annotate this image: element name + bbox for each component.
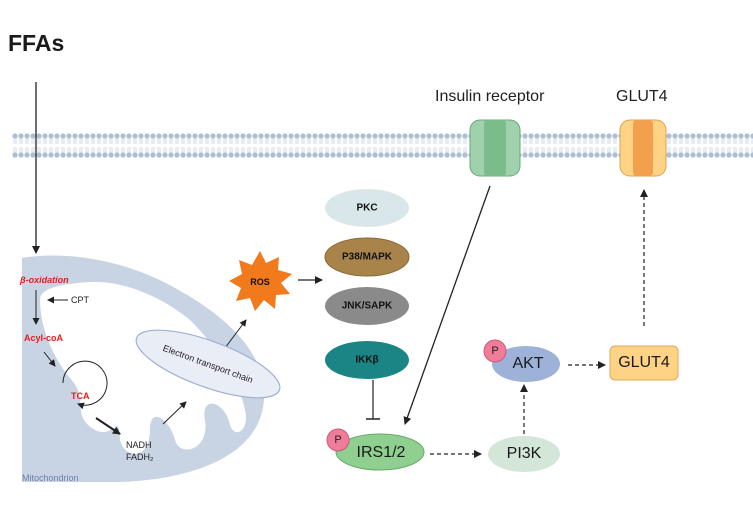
- nadh-label: NADH: [126, 440, 152, 450]
- etc-ellipse: [135, 329, 281, 399]
- pi3k-label: PI3K: [506, 445, 542, 462]
- akt-phospho: [483, 339, 507, 363]
- akt-phospho-label: P: [491, 345, 499, 357]
- tca-label: TCA: [71, 391, 90, 401]
- irs-label: IRS1/2: [356, 444, 406, 461]
- akt-label: AKT: [512, 355, 544, 372]
- insulin-receptor-label: Insulin receptor: [435, 88, 545, 105]
- ikk-label: IKKβ: [355, 354, 379, 366]
- nadh-to-etc-arrow: [162, 401, 187, 425]
- irs-oval: [335, 433, 425, 471]
- tca-cycle: [62, 360, 108, 410]
- glut4-box: [609, 345, 679, 381]
- irs-phospho-label: P: [334, 434, 342, 446]
- page-title: FFAs: [8, 30, 65, 56]
- pkc-label: PKC: [356, 202, 378, 214]
- jnk-oval: [325, 287, 409, 325]
- p38-oval: [324, 237, 410, 277]
- mitochondrion: [22, 255, 265, 482]
- ros-burst: [229, 251, 292, 311]
- ikk-oval: [325, 341, 409, 379]
- beta-oxidation-label: β-oxidation: [20, 275, 69, 285]
- irs-phospho: [326, 428, 350, 452]
- glut4-membrane-label: GLUT4: [616, 88, 668, 105]
- acyl-to-tca-arrow: [43, 351, 56, 367]
- p38-label: P38/MAPK: [341, 251, 393, 263]
- glut4-box-label: GLUT4: [618, 354, 670, 371]
- pkc-oval: [325, 189, 409, 227]
- pi3k-oval: [488, 436, 560, 472]
- fadh2-label: FADH₂: [126, 452, 154, 462]
- insulin-receptor-channel: [469, 119, 521, 177]
- cpt-label: CPT: [71, 295, 89, 305]
- tca-to-nadh-arrow: [95, 417, 121, 435]
- mitochondrion-label: Mitochondrion: [22, 473, 79, 483]
- akt-oval: [492, 346, 560, 382]
- glut4-channel: [619, 119, 667, 177]
- jnk-label: JNK/SAPK: [341, 300, 393, 312]
- ros-label: ROS: [250, 277, 270, 287]
- receptor-to-irs-arrow: [403, 185, 491, 425]
- acyl-coa-label: Acyl-coA: [24, 333, 64, 343]
